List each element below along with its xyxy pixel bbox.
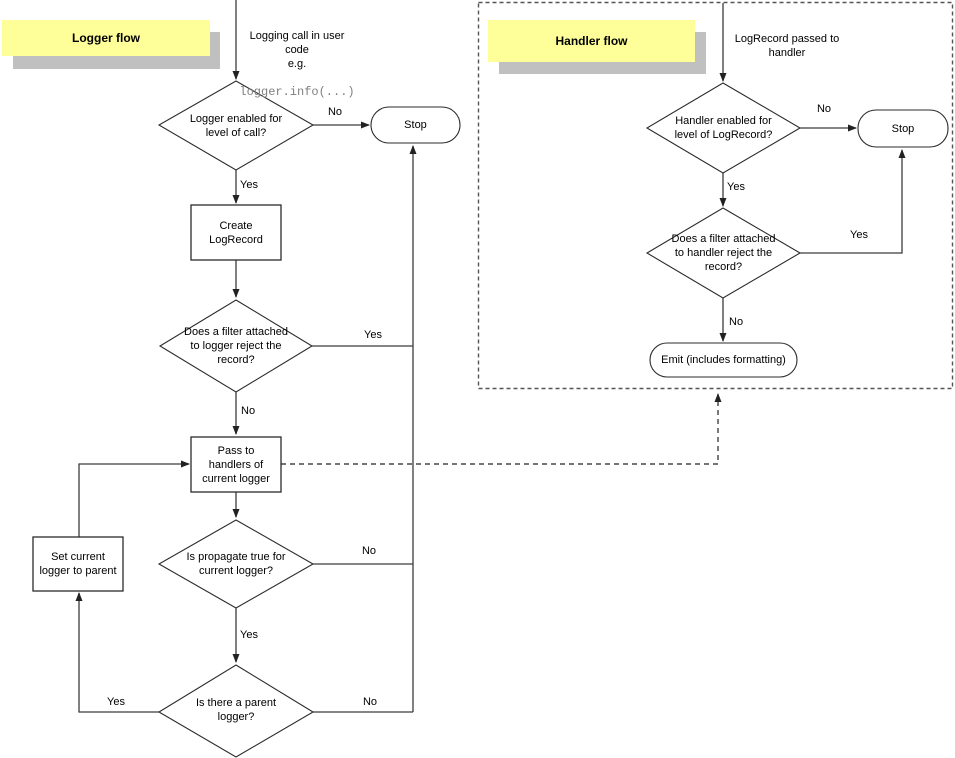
handler-flow-boundary — [477, 1, 954, 390]
edge-set-parent-to-pass — [78, 460, 190, 537]
handler-flow-title: Handler flow — [488, 20, 695, 62]
edge-handler-filter-yes-to-stop — [800, 149, 906, 254]
parent-check-diamond — [157, 664, 315, 758]
logger-flow-title: Logger flow — [2, 20, 210, 56]
propagate-check-diamond — [157, 519, 315, 609]
logger-flow-title-label: Logger flow — [72, 31, 140, 45]
handler-level-check-diamond — [645, 82, 802, 174]
edge-pass-to-handler-flow-dashed — [281, 393, 722, 465]
logger-stop-terminator — [370, 106, 461, 144]
emit-terminator — [649, 342, 798, 378]
handler-flow-title-label: Handler flow — [555, 34, 628, 48]
edge-parent-yes-to-set-parent — [75, 592, 159, 713]
handler-stop-terminator — [857, 109, 949, 148]
logger-filter-check-diamond — [158, 299, 314, 393]
create-logrecord-box — [190, 204, 282, 261]
pass-handlers-box — [190, 436, 282, 493]
logger-level-check-diamond — [157, 80, 315, 171]
handler-filter-check-diamond — [645, 207, 802, 299]
set-parent-box — [32, 536, 124, 592]
